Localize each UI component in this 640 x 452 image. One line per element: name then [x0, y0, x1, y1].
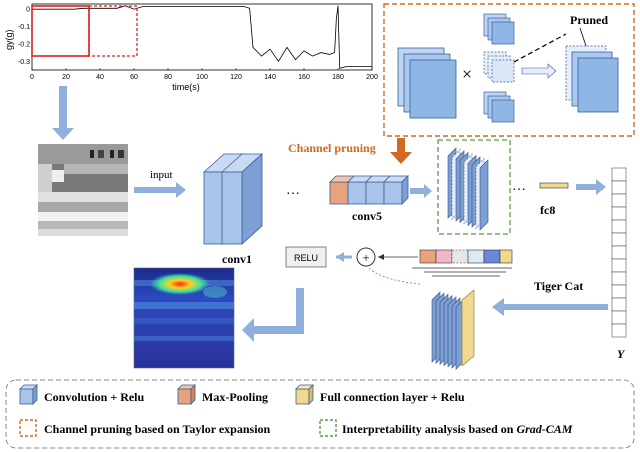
gradcam-heatmap	[133, 267, 235, 369]
output-vector-cell	[611, 219, 627, 234]
output-vector-cell	[611, 297, 627, 312]
plot-ylabel: gy(g)	[4, 29, 14, 50]
feature-stack-before	[397, 47, 457, 119]
output-vector-cell	[611, 310, 627, 325]
legend-pool-icon	[177, 384, 196, 405]
conv5-block	[329, 175, 409, 205]
feature-stack-after	[565, 45, 619, 113]
ellipsis-2: …	[512, 179, 526, 194]
legend-conv-icon	[19, 384, 38, 405]
plus-symbol: +	[362, 250, 369, 265]
pruning-arrow-icon	[521, 63, 557, 79]
plot-ytick-label: -0.2	[18, 41, 30, 48]
plot-xtick-label: 120	[230, 74, 242, 81]
input-label: input	[150, 169, 173, 181]
output-vector-cell	[611, 284, 627, 299]
input-image	[38, 144, 128, 236]
legend-fc-icon	[295, 384, 314, 405]
legend-gradcam-method: Grad-CAM	[516, 422, 572, 436]
plot-ytick-label: 0	[26, 7, 30, 14]
plot-ytick-label: -0.1	[18, 24, 30, 31]
plot-xtick-label: 100	[196, 74, 208, 81]
plot-xtick-label: 160	[298, 74, 310, 81]
plot-xtick-label: 60	[130, 74, 138, 81]
plot-xtick-label: 200	[366, 74, 378, 81]
conv5-label: conv5	[352, 209, 382, 223]
pruned-conv-layers	[447, 147, 489, 231]
output-vector-cell	[611, 232, 627, 247]
pruned-layer-sheet	[479, 159, 489, 231]
plot-xtick-label: 80	[164, 74, 172, 81]
channel-pruning-label: Channel pruning	[288, 141, 376, 155]
pruned-network-box	[437, 139, 511, 235]
output-vector-cell	[611, 206, 627, 221]
pruning-box: × Pruned	[383, 3, 635, 137]
legend-frame	[5, 379, 635, 449]
arrow-relu-to-heatmap	[242, 288, 304, 342]
arrow-plot-to-input	[52, 86, 74, 140]
legend-max-pooling: Max-Pooling	[202, 390, 268, 404]
arrow-channel-pruning	[390, 138, 412, 164]
plot-yticks: 0 -0.1 -0.2 -0.3	[18, 7, 30, 66]
relu-label: RELU	[294, 253, 318, 263]
filter-column	[483, 13, 515, 123]
legend-pruning-swatch	[19, 419, 37, 437]
plot-xticks: 0 20 40 60 80 100 120 140 160 180 200	[30, 68, 378, 81]
legend-convolution: Convolution + Relu	[44, 390, 145, 404]
gradient-layers	[431, 289, 475, 370]
output-vector-cell	[611, 323, 627, 338]
legend-channel-pruning: Channel pruning based on Taylor expansio…	[44, 422, 271, 436]
arrow-fc8-to-output	[576, 179, 606, 195]
plot-xtick-label: 40	[96, 74, 104, 81]
output-vector-cell	[611, 245, 627, 260]
conv1-label: conv1	[222, 252, 252, 266]
relu-box: RELU	[285, 246, 327, 268]
arrow-input-to-conv1	[134, 182, 186, 198]
window-dashed	[88, 5, 138, 57]
pruned-label: Pruned	[570, 13, 608, 27]
plot-xlabel: time(s)	[172, 82, 200, 92]
fc8-block	[539, 182, 569, 189]
arrow-output-to-gradcam	[492, 298, 608, 316]
output-vector-cell	[611, 271, 627, 286]
output-y-label: Y	[617, 347, 626, 361]
legend-gradcam-swatch	[319, 419, 337, 437]
plot-xtick-label: 0	[30, 74, 34, 81]
fc8-label: fc8	[540, 203, 555, 217]
output-vector-cell	[611, 167, 627, 182]
arrow-conv5-to-pruned	[410, 184, 432, 198]
plot-frame	[31, 3, 373, 71]
pruned-pointer	[513, 33, 567, 63]
tiger-cat-label: Tiger Cat	[534, 279, 583, 293]
conv1-block	[202, 153, 264, 245]
signal-plot: gy(g) time(s) 0 20 40 60 80 100 120 140 160 180 20…	[4, 3, 378, 92]
plot-ytick-label: -0.3	[18, 59, 30, 66]
legend: Convolution + Relu Max-Pooling Full conn…	[5, 379, 635, 449]
ellipsis-1: …	[286, 183, 300, 198]
sum-node: +	[356, 247, 376, 267]
gradient-to-sum	[367, 266, 421, 285]
plot-xtick-label: 140	[264, 74, 276, 81]
output-vector-cell	[611, 193, 627, 208]
plot-xtick-label: 180	[332, 74, 344, 81]
legend-interpretability: Interpretability analysis based on Grad-…	[342, 422, 573, 436]
output-vector	[611, 167, 627, 338]
gradient-layer-fc	[461, 289, 475, 367]
output-vector-cell	[611, 180, 627, 195]
legend-full-connection: Full connection layer + Relu	[320, 390, 465, 404]
output-vector-cell	[611, 258, 627, 273]
legend-interpretability-text: Interpretability analysis based on	[342, 422, 516, 436]
plot-xtick-label: 20	[62, 74, 70, 81]
channel-weights	[412, 249, 513, 277]
times-symbol: ×	[462, 64, 472, 84]
